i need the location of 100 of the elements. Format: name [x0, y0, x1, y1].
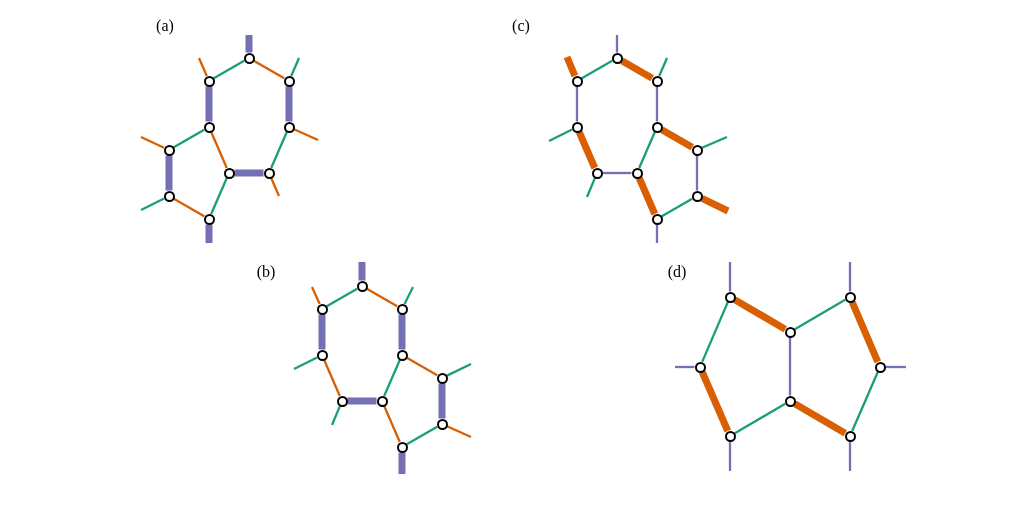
graph-edge: [793, 400, 847, 437]
dangling-edge: [293, 128, 319, 142]
vertex-circle: [784, 326, 796, 338]
vertex-circle: [163, 190, 175, 202]
vertex-circle: [844, 291, 856, 303]
vertex-circle: [436, 372, 448, 384]
graph-edge: [638, 131, 656, 169]
graph-edge: [285, 86, 293, 122]
vertex-circle: [356, 280, 368, 292]
dangling-edge: [197, 57, 208, 77]
graph-edge: [165, 155, 173, 191]
graph-edge: [173, 197, 205, 218]
vertex-circle: [724, 430, 736, 442]
dangling-edge: [310, 286, 321, 305]
graph-edge: [576, 130, 598, 170]
vertex-circle: [631, 167, 643, 179]
vertex-circle: [203, 121, 215, 133]
graph-edge: [383, 359, 401, 397]
vertex-circle: [874, 361, 886, 373]
dangling-edge: [700, 195, 730, 215]
vertex-circle: [376, 395, 388, 407]
vertex-circle: [436, 418, 448, 430]
graph-edge: [733, 296, 787, 333]
vertex-circle: [724, 291, 736, 303]
dangling-edge: [446, 425, 472, 439]
vertex-circle: [263, 167, 275, 179]
vertex-circle: [694, 361, 706, 373]
graph-edge: [210, 131, 228, 169]
graph-edge: [655, 86, 659, 122]
panel-label: (d): [667, 263, 687, 281]
dangling-edge: [548, 128, 573, 143]
vertex-circle: [784, 395, 796, 407]
graph-edge: [849, 300, 881, 364]
vertex-circle: [844, 430, 856, 442]
graph-edge: [701, 301, 729, 363]
vertex-circle: [396, 349, 408, 361]
dangling-edge: [728, 262, 732, 292]
dangling-edge: [446, 362, 472, 377]
panel-label: (a): [156, 17, 174, 35]
dangling-edge: [885, 365, 906, 369]
dangling-edge: [675, 365, 695, 369]
panel-label: (c): [512, 17, 530, 35]
vertex-circle: [163, 144, 175, 156]
dangling-edge: [140, 135, 165, 149]
graph-edge: [210, 177, 228, 215]
vertex-circle: [651, 75, 663, 87]
vertex-circle: [611, 52, 623, 64]
vertex-circle: [203, 75, 215, 87]
graph-edge: [695, 155, 699, 191]
dangling-edge: [270, 177, 281, 197]
vertex-circle: [316, 303, 328, 315]
graph-edge: [734, 402, 786, 435]
dangling-edge: [615, 35, 619, 53]
graph-edge: [575, 86, 579, 122]
graph-edge: [406, 425, 438, 446]
dangling-edge: [290, 57, 301, 77]
graph-edge: [620, 57, 654, 82]
vertex-circle: [243, 52, 255, 64]
graph-edge: [173, 128, 205, 149]
panel-label: (b): [256, 263, 276, 281]
graph-edge: [699, 370, 731, 433]
graph-edge: [234, 169, 264, 177]
dangling-edge: [848, 262, 852, 292]
vertex-circle: [691, 190, 703, 202]
graph-edge: [660, 126, 694, 151]
dangling-edge: [140, 197, 165, 212]
vertex-circle: [651, 121, 663, 133]
vertex-circle: [283, 121, 295, 133]
dangling-edge: [658, 57, 669, 77]
graph-edge: [318, 314, 326, 350]
graph-edge: [851, 371, 879, 432]
vertex-circle: [336, 395, 348, 407]
vertex-circle: [396, 441, 408, 453]
graph-edge: [581, 59, 613, 80]
vertex-circle: [283, 75, 295, 87]
dangling-edge: [330, 405, 341, 426]
graph-edge: [398, 314, 406, 350]
vertex-circle: [316, 349, 328, 361]
graph-edge: [326, 287, 358, 308]
graph-edge: [438, 383, 446, 419]
vertex-circle: [651, 213, 663, 225]
graph-edge: [213, 59, 245, 80]
vertex-circle: [691, 144, 703, 156]
vertex-circle: [591, 167, 603, 179]
graph-edge: [205, 86, 213, 122]
dangling-edge: [728, 441, 732, 471]
dangling-edge: [585, 177, 596, 198]
graph-edge: [323, 359, 341, 397]
graph-edge: [788, 337, 792, 396]
graph-edge: [383, 405, 401, 443]
dangling-edge: [701, 135, 728, 149]
graph-edge: [794, 298, 846, 331]
dangling-edge: [848, 441, 852, 471]
graph-edge: [636, 176, 658, 216]
vertex-circle: [396, 303, 408, 315]
graph-edge: [270, 131, 288, 169]
dangling-edge: [403, 286, 415, 305]
vertex-circle: [203, 213, 215, 225]
dangling-edge: [655, 224, 659, 243]
graph-edge: [347, 397, 377, 405]
